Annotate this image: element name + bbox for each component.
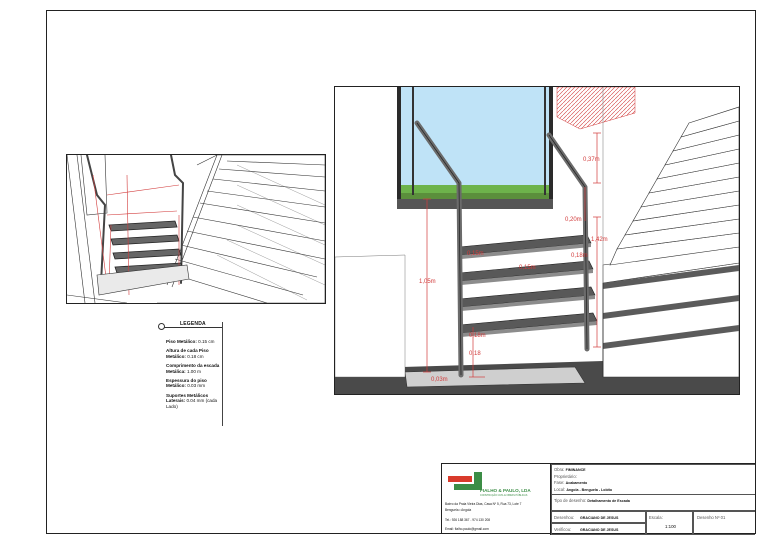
- company-city: Benguela • Angola: [445, 508, 472, 512]
- legend-box: LEGENDA Piso Metálico: 0.15 cm Altura de…: [158, 321, 223, 426]
- legend-items: Piso Metálico: 0.15 cm Altura de cada Pi…: [166, 339, 222, 413]
- legend-item: Espessura do piso Metálico: 0.03 mm: [166, 378, 207, 389]
- dim-0-15m-a: 0,15m: [467, 251, 484, 257]
- legend-marker-icon: [158, 323, 165, 330]
- stair-perspective-view: 1,05m 0,37m 0,20m 1,42m 0,15m 0,15m 0,18…: [334, 86, 740, 395]
- drawn-by: Desenhou: GRACIANO DE JESUS: [551, 511, 646, 523]
- drawing-number: 01: [720, 515, 726, 520]
- dim-0-18m-a: 0,18m: [571, 253, 588, 259]
- dim-0-37m: 0,37m: [583, 157, 600, 163]
- scale-value: 1:100: [665, 524, 676, 529]
- fase-value: Acabamento: [565, 481, 588, 485]
- dim-0-03m: 0,03m: [431, 377, 448, 383]
- company-name: FIALHO & PAULO, LDA: [480, 488, 531, 493]
- project-info: Obra: FIMINANCE Proprietário: Fase: Acab…: [551, 464, 755, 494]
- checked-by: Verificou: GRACIANO DE JESUS: [551, 523, 646, 535]
- legend-divider: [164, 327, 222, 328]
- company-address: Bairro da Praia Vieira Dias, Casa Nº 5, …: [445, 502, 522, 506]
- company-info: FIALHO & PAULO, LDA CONSTRUÇÃO CIVIL E O…: [442, 464, 551, 535]
- dim-0-20m: 0,20m: [565, 217, 582, 223]
- stair-top-view-drawing: [67, 155, 325, 303]
- legend-item: Altura de cada Piso Metálico: 0.18 cm: [166, 348, 209, 359]
- dim-0-15m-b: 0,15m: [519, 265, 536, 271]
- scale-cell: Escala: 1:100: [646, 511, 693, 535]
- local-value: Angola - Benguela - Lobito: [566, 488, 613, 492]
- dim-1-05m: 1,05m: [419, 279, 436, 285]
- company-logo-icon: [448, 472, 482, 490]
- stair-top-view: [66, 154, 326, 304]
- company-phone: Tel.: 926 188 367 - 974 130 208: [445, 518, 491, 522]
- company-subtitle: CONSTRUÇÃO CIVIL E OBRAS PÚBLICAS: [480, 494, 528, 497]
- drawing-number-cell: Desenho Nº 01: [693, 511, 755, 535]
- stair-perspective-drawing: 1,05m 0,37m 0,20m 1,42m 0,15m 0,15m 0,18…: [335, 87, 739, 394]
- tipo-value: Detalhamento de Escada: [587, 499, 630, 503]
- dim-0-18m-b: 0,18m: [469, 333, 486, 339]
- legend-item: Comprimento da escada Metálica: 1.00 m: [166, 363, 220, 374]
- dim-0-18-c: 0,18: [469, 351, 481, 357]
- legend-item: Piso Metálico: 0.15 cm: [166, 339, 215, 344]
- title-block: FIALHO & PAULO, LDA CONSTRUÇÃO CIVIL E O…: [441, 463, 756, 535]
- legend-item: Suportes Metálicos Laterais: 0.04 mm (ca…: [166, 392, 218, 409]
- drawing-type: Tipo de desenho: Detalhamento de Escada: [551, 494, 755, 511]
- dim-1-42m: 1,42m: [591, 237, 608, 243]
- obra-value: FIMINANCE: [565, 468, 586, 472]
- company-email: Email: fialho.paulo@gmail.com: [445, 527, 489, 531]
- legend-title: LEGENDA: [180, 321, 206, 327]
- drawing-sheet-border: [46, 10, 756, 534]
